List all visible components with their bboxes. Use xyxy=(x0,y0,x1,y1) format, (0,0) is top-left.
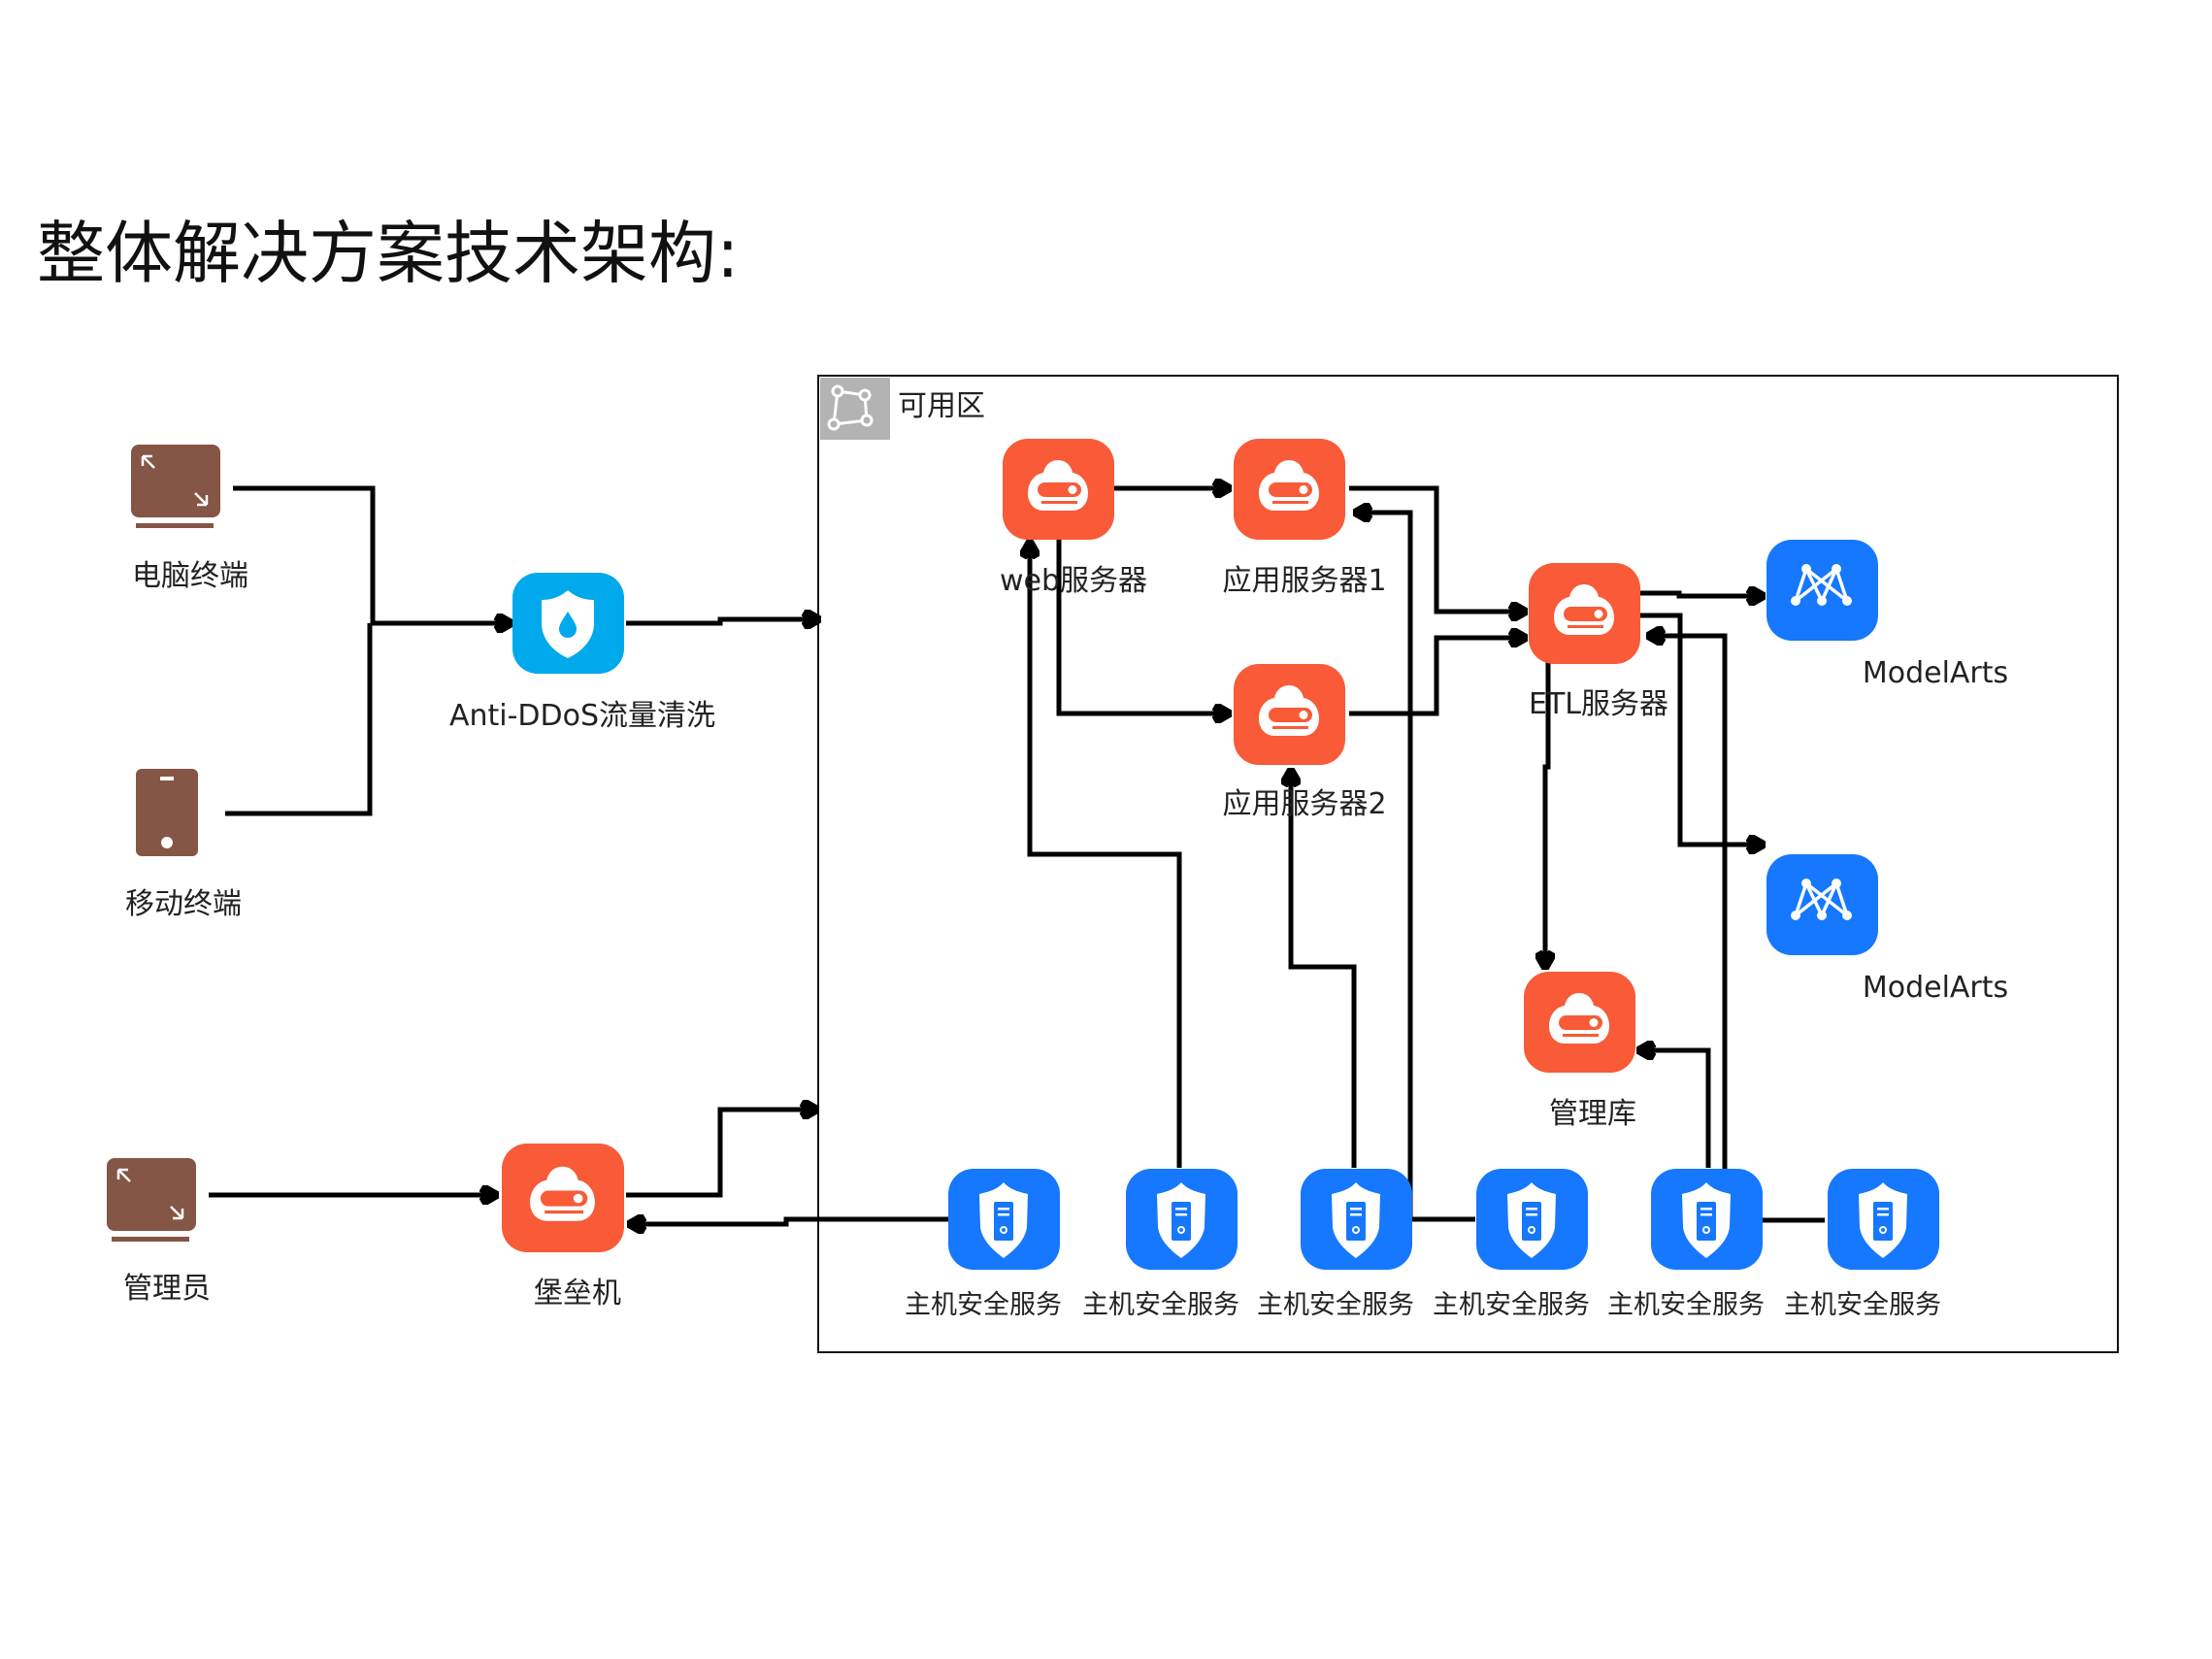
pc-terminal-label: 电脑终端 xyxy=(132,559,248,593)
modelarts-icon xyxy=(1791,879,1852,920)
app-server-1-label: 应用服务器1 xyxy=(1222,564,1387,598)
host-security-label: 主机安全服务 xyxy=(1607,1290,1765,1320)
availability-zone-label: 可用区 xyxy=(898,389,985,423)
host-security-shield-icon xyxy=(1682,1182,1731,1258)
shield-drop-icon xyxy=(542,590,594,658)
host-security-node[interactable] xyxy=(1476,1169,1588,1270)
etl-server-node[interactable] xyxy=(1529,563,1640,664)
desktop-terminal-icon xyxy=(116,1168,184,1220)
cloud-server-icon xyxy=(1028,460,1088,511)
admin-terminal-stand xyxy=(112,1237,189,1242)
host-security-label: 主机安全服务 xyxy=(905,1290,1062,1320)
desktop-terminal-icon xyxy=(141,454,209,507)
bastion-label: 堡垒机 xyxy=(534,1277,621,1311)
availability-zone-icon xyxy=(820,378,890,440)
web-server-label: web服务器 xyxy=(999,564,1148,598)
wire-pc-antiddos xyxy=(233,485,510,623)
page-title: 整体解决方案技术架构: xyxy=(37,214,740,293)
host-security-shield-icon xyxy=(1332,1182,1380,1258)
antiddos-node[interactable] xyxy=(512,573,624,674)
antiddos-label: Anti-DDoS流量清洗 xyxy=(448,699,716,733)
admin-node[interactable] xyxy=(107,1158,196,1231)
wire-bastion-zone xyxy=(626,1110,815,1198)
web-server-node[interactable] xyxy=(1003,439,1114,540)
host-security-label: 主机安全服务 xyxy=(1433,1290,1590,1320)
host-security-label: 主机安全服务 xyxy=(1257,1290,1414,1320)
app-server-1-node[interactable] xyxy=(1234,439,1345,540)
host-security-node[interactable] xyxy=(1828,1169,1939,1270)
host-security-shield-icon xyxy=(1859,1182,1907,1258)
host-security-node[interactable] xyxy=(1651,1169,1763,1270)
cloud-server-icon xyxy=(1549,993,1609,1044)
host-security-label: 主机安全服务 xyxy=(1784,1290,1941,1320)
modelarts-icon xyxy=(1791,564,1852,606)
modelarts-2-node[interactable] xyxy=(1766,854,1878,955)
modelarts-1-node[interactable] xyxy=(1766,540,1878,641)
pc-terminal-stand xyxy=(136,523,214,528)
management-db-node[interactable] xyxy=(1524,972,1635,1073)
management-db-label: 管理库 xyxy=(1549,1097,1636,1131)
host-security-shield-icon xyxy=(979,1182,1028,1258)
mobile-phone-icon xyxy=(160,777,174,848)
modelarts-1-label: ModelArts xyxy=(1862,656,2009,690)
host-security-shield-icon xyxy=(1507,1182,1556,1258)
modelarts-2-label: ModelArts xyxy=(1862,971,2009,1005)
wire-mobile-antiddos xyxy=(225,623,373,816)
admin-label: 管理员 xyxy=(123,1272,211,1306)
host-security-node[interactable] xyxy=(1126,1169,1238,1270)
etl-server-label: ETL服务器 xyxy=(1529,687,1668,721)
host-security-label: 主机安全服务 xyxy=(1082,1290,1239,1320)
host-security-shield-icon xyxy=(1157,1182,1205,1258)
availability-zone-container xyxy=(817,375,2119,1353)
wire-antiddos-zone xyxy=(626,619,817,623)
cloud-server-icon xyxy=(1259,685,1319,736)
cloud-server-icon xyxy=(530,1166,595,1221)
cloud-server-icon xyxy=(1259,460,1319,511)
bastion-node[interactable] xyxy=(502,1144,624,1252)
mobile-terminal-label: 移动终端 xyxy=(125,887,242,921)
app-server-2-node[interactable] xyxy=(1234,664,1345,765)
cloud-server-icon xyxy=(1554,584,1614,635)
host-security-node[interactable] xyxy=(948,1169,1060,1270)
pc-terminal-node[interactable] xyxy=(131,445,220,517)
app-server-2-label: 应用服务器2 xyxy=(1222,787,1387,821)
host-security-node[interactable] xyxy=(1301,1169,1412,1270)
mobile-terminal-node[interactable] xyxy=(136,769,198,856)
